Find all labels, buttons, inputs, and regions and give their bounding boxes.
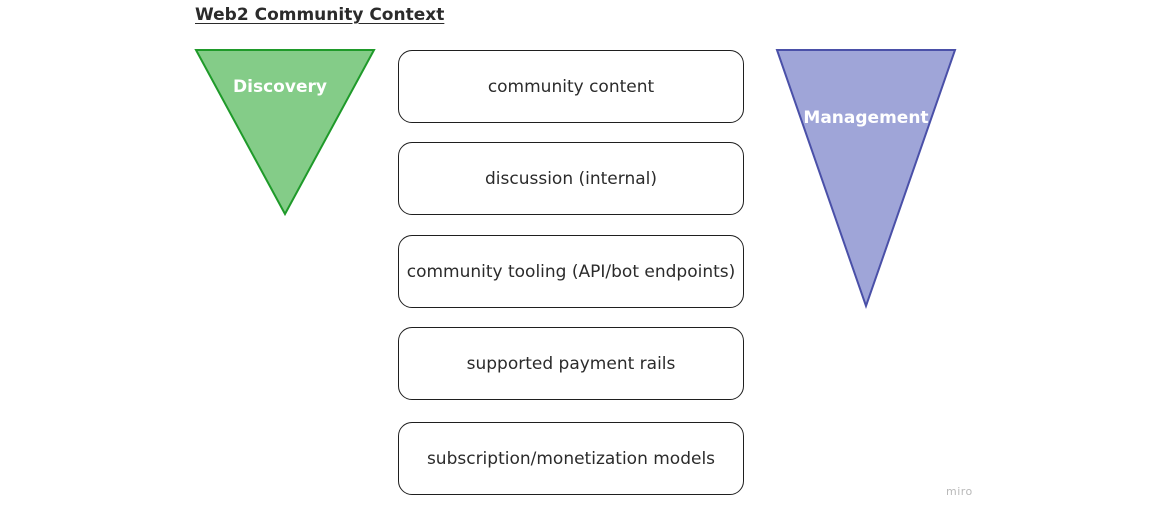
diagram-title: Web2 Community Context bbox=[195, 5, 445, 25]
management-funnel-shape bbox=[775, 49, 957, 310]
context-box-label: community content bbox=[487, 76, 655, 97]
context-box-community-tooling[interactable]: community tooling (API/bot endpoints) bbox=[398, 235, 744, 308]
context-box-discussion[interactable]: discussion (internal) bbox=[398, 142, 744, 215]
context-box-label: supported payment rails bbox=[466, 353, 676, 374]
context-box-monetization-models[interactable]: subscription/monetization models bbox=[398, 422, 744, 495]
context-box-community-content[interactable]: community content bbox=[398, 50, 744, 123]
context-box-label: discussion (internal) bbox=[484, 168, 657, 189]
discovery-funnel-shape bbox=[194, 49, 376, 217]
context-box-label: community tooling (API/bot endpoints) bbox=[406, 261, 736, 282]
discovery-funnel-label: Discovery bbox=[233, 77, 327, 97]
management-funnel-label: Management bbox=[803, 108, 929, 128]
context-box-label: subscription/monetization models bbox=[426, 448, 716, 469]
miro-watermark: miro bbox=[946, 485, 973, 498]
context-box-payment-rails[interactable]: supported payment rails bbox=[398, 327, 744, 400]
